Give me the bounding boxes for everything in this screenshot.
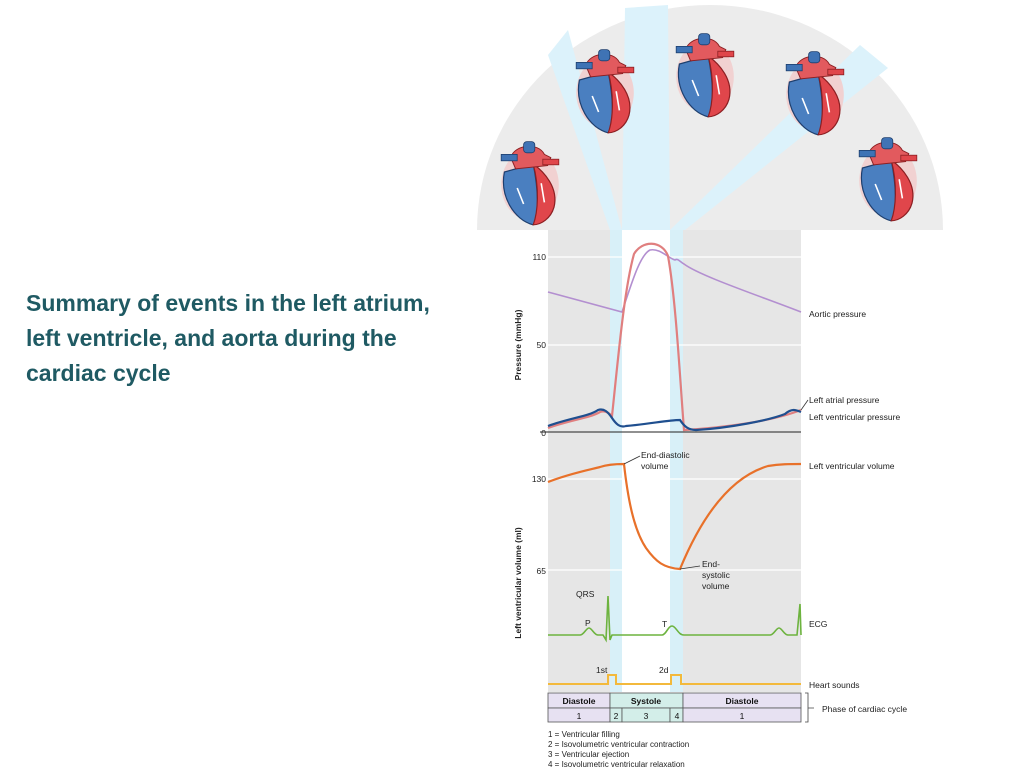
fan-systole-ray-2 [622, 5, 670, 230]
ventricular-volume-curve [547, 462, 802, 571]
legend-item-4: 4 = Isovolumetric ventricular relaxation [548, 760, 685, 769]
label-heart-sounds: Heart sounds [809, 680, 860, 690]
label-left-ventricular-pressure: Left ventricular pressure [809, 412, 900, 422]
phase-cell-1b [682, 707, 802, 723]
tick-0: 0 [541, 428, 546, 438]
pressure-axis-title: Pressure (mmHg) [513, 309, 523, 380]
label-end-systolic-3: volume [702, 581, 730, 591]
volume-axis-title: Left ventricular volume (ml) [513, 527, 523, 639]
phase-label-diastole-left: Diastole [562, 696, 595, 706]
phase-label-systole: Systole [631, 696, 662, 706]
band-diastole-left [548, 230, 610, 692]
tick-50: 50 [537, 340, 547, 350]
ventricular-pressure-curve [547, 242, 802, 432]
phase-number-4: 4 [675, 711, 680, 721]
phase-bracket [805, 692, 814, 723]
label-qrs: QRS [576, 589, 595, 599]
ecg-trace [548, 595, 802, 643]
phase-number-1b: 1 [740, 711, 745, 721]
tick-110: 110 [532, 252, 546, 262]
tick-65: 65 [537, 566, 547, 576]
leader-end-systolic [679, 565, 701, 570]
label-phase-of-cycle: Phase of cardiac cycle [822, 704, 907, 714]
tick-130: 130 [532, 474, 546, 484]
legend-item-3: 3 = Ventricular ejection [548, 750, 629, 759]
label-first-sound: 1st [596, 665, 608, 675]
label-second-sound: 2d [659, 665, 669, 675]
label-ecg: ECG [809, 619, 827, 629]
phase-number-3: 3 [644, 711, 649, 721]
band-isovol-relaxation [670, 230, 683, 692]
label-end-systolic-2: systolic [702, 570, 731, 580]
label-end-diastolic-1: End-diastolic [641, 450, 690, 460]
label-aortic-pressure: Aortic pressure [809, 309, 866, 319]
label-t-wave: T [662, 619, 667, 629]
leader-end-diastolic [623, 455, 641, 465]
phase-number-1a: 1 [577, 711, 582, 721]
band-isovol-contraction [610, 230, 622, 692]
label-end-diastolic-2: volume [641, 461, 669, 471]
label-left-atrial-pressure: Left atrial pressure [809, 395, 880, 405]
aortic-pressure-curve [547, 248, 802, 313]
band-diastole-right [683, 230, 801, 692]
legend-item-1: 1 = Ventricular filling [548, 730, 620, 739]
label-p-wave: P [585, 618, 591, 628]
slide-title: Summary of events in the left atrium, le… [26, 290, 430, 386]
legend-item-2: 2 = Isovolumetric ventricular contractio… [548, 740, 689, 749]
phase-label-diastole-right: Diastole [725, 696, 758, 706]
leader-atrial-pressure [800, 399, 809, 411]
heart-sounds-trace [548, 674, 801, 685]
phase-number-2: 2 [614, 711, 619, 721]
atrial-pressure-curve [547, 408, 802, 432]
label-left-ventricular-volume: Left ventricular volume [809, 461, 895, 471]
label-end-systolic-1: End- [702, 559, 720, 569]
fan-systole-ray-1 [548, 30, 622, 230]
phase-table: Diastole Systole Diastole 1 2 3 4 1 Phas… [547, 692, 907, 723]
